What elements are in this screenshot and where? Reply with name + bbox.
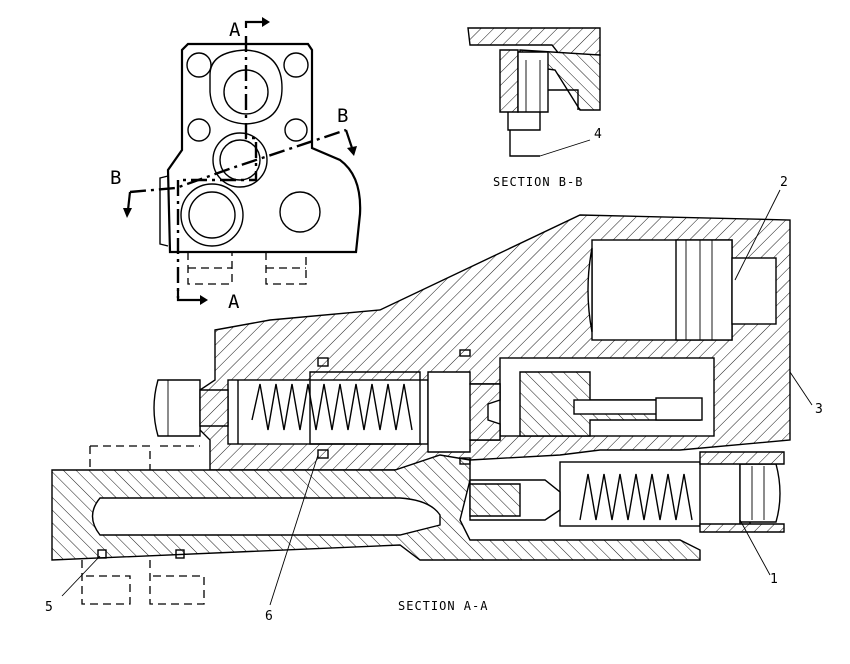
top-view: A A B B	[110, 17, 362, 313]
callout-5: 5	[45, 600, 53, 615]
callout-2: 2	[780, 175, 788, 190]
callout-6: 6	[265, 609, 273, 624]
section-aa-view: SECTION A-A	[51, 214, 791, 613]
section-aa-caption: SECTION A-A	[398, 599, 488, 613]
callouts: 1 2 3 4 5 6	[45, 127, 823, 624]
cut-label-b-right: B	[337, 105, 348, 127]
cut-label-a-top: A	[229, 19, 241, 41]
callout-leaders	[61, 189, 813, 606]
section-bb-caption: SECTION B-B	[493, 175, 583, 189]
callout-3: 3	[815, 402, 823, 417]
cut-label-a-bottom: A	[228, 291, 240, 313]
callout-1: 1	[770, 572, 778, 587]
section-bb-view: SECTION B-B	[467, 27, 601, 189]
cut-label-b-left: B	[110, 167, 121, 189]
callout-4: 4	[594, 127, 602, 142]
